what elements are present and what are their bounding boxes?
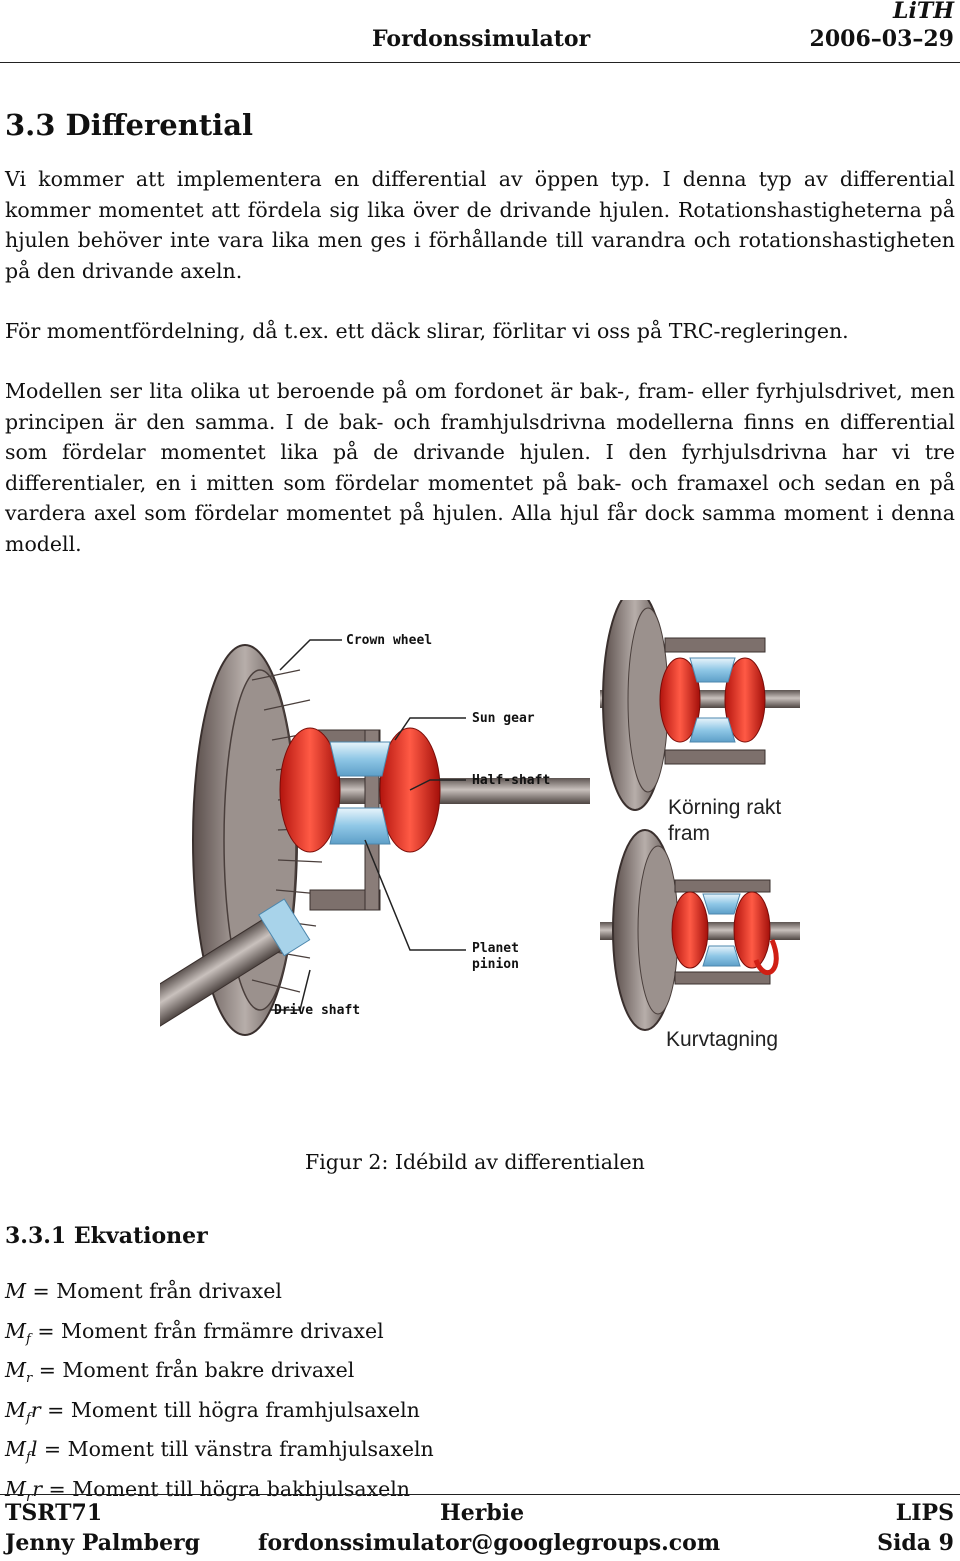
footer-author: Jenny Palmberg: [5, 1530, 201, 1556]
equation-line: Mfl = Moment till vänstra framhjulsaxeln: [5, 1437, 434, 1466]
equation-line: Mfr = Moment till högra framhjulsaxeln: [5, 1397, 420, 1426]
figure-caption: Figur 2: Idébild av differentialen: [305, 1150, 645, 1174]
half-shaft: [300, 778, 590, 804]
cornering-diagram: [600, 829, 800, 1031]
label-cornering: Kurvtagning: [666, 1028, 778, 1051]
paragraph-intro: Vi kommer att implementera en differenti…: [5, 167, 955, 283]
label-straight-driving-line1: Körning rakt: [668, 796, 781, 819]
footer-rule: [0, 1494, 960, 1495]
equation-line: Mr = Moment från bakre drivaxel: [5, 1358, 355, 1387]
paragraph-torque: För momentfördelning, då t.ex. ett däck …: [5, 319, 849, 343]
main-differential: [134, 639, 590, 1036]
section-title: 3.3 Differential: [5, 108, 254, 142]
footer-email: fordonssimulator@googlegroups.com: [258, 1530, 721, 1556]
subsection-title: 3.3.1 Ekvationer: [5, 1223, 208, 1249]
label-drive-shaft: Drive shaft: [274, 1003, 360, 1018]
brand-logo-text: LiTH: [893, 0, 954, 24]
label-crown-wheel: Crown wheel: [346, 633, 432, 648]
footer-page-number: Sida 9: [877, 1530, 954, 1556]
equation-line: M = Moment från drivaxel: [5, 1279, 282, 1303]
document-date: 2006–03–29: [809, 26, 954, 52]
header-rule: [0, 62, 960, 63]
footer-project: Herbie: [440, 1500, 525, 1526]
label-planet-pinion-line2: pinion: [472, 957, 519, 972]
footer-course: TSRT71: [5, 1500, 103, 1526]
label-half-shaft: Half-shaft: [472, 773, 550, 788]
planet-pinion-top: [329, 741, 391, 777]
sun-gear-left: [279, 727, 341, 853]
equation-list: M = Moment från drivaxel Mf = Moment frå…: [5, 1276, 434, 1514]
footer-group: LIPS: [895, 1500, 954, 1526]
differential-illustration: Crown wheel Sun gear Half-shaft Planet p…: [134, 589, 800, 1051]
label-sun-gear: Sun gear: [472, 711, 535, 726]
label-straight-driving-line2: fram: [668, 822, 710, 845]
straight-driving-diagram: [600, 589, 800, 811]
equation-line: Mf = Moment från frmämre drivaxel: [5, 1318, 384, 1347]
equation-line: Mrr = Moment till högra bakhjulsaxeln: [5, 1476, 411, 1506]
rotation-arrow-icon: [753, 939, 779, 975]
planet-pinion-bottom: [329, 807, 391, 845]
label-planet-pinion-line1: Planet: [472, 941, 519, 956]
paragraph-model: Modellen ser lita olika ut beroende på o…: [5, 379, 955, 556]
document-title: Fordonssimulator: [372, 26, 591, 52]
drive-shaft: [134, 898, 311, 1031]
differential-figure: Crown wheel Sun gear Half-shaft Planet p…: [134, 589, 800, 1100]
